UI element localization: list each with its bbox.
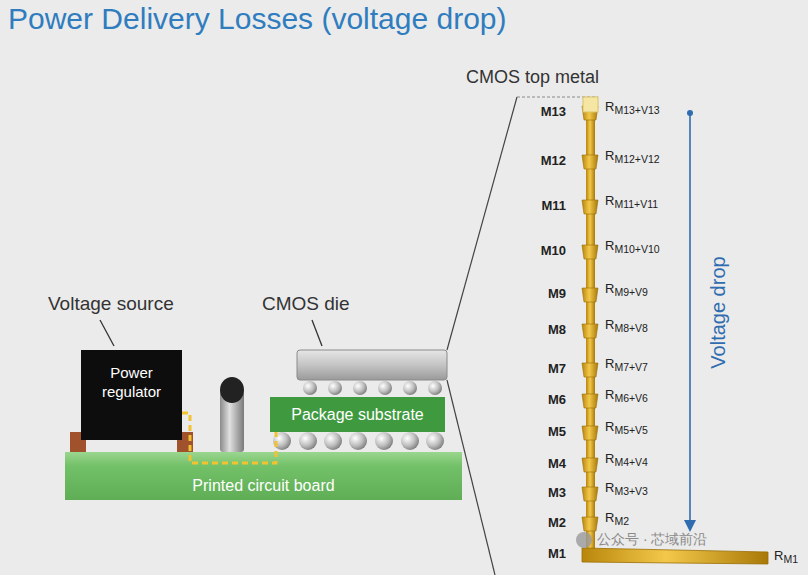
solder-ball <box>349 432 367 450</box>
metal-stack <box>582 106 598 552</box>
watermark: 公众号 · 芯域前沿 <box>597 531 707 547</box>
metal-pad <box>582 245 598 259</box>
voltage-drop-arrow <box>689 113 691 522</box>
solder-ball <box>401 432 419 450</box>
resistance-label: RM6+V6 <box>605 388 648 404</box>
metal-pad <box>582 426 598 440</box>
node-text: Printed circuit board <box>192 476 334 496</box>
die-bump <box>403 381 417 395</box>
resistance-label: RM5+V5 <box>605 420 648 436</box>
die-bump <box>303 381 317 395</box>
power-path <box>182 413 276 463</box>
metal-level: M13 <box>532 105 566 120</box>
part-label: CMOS top metal <box>466 67 599 88</box>
resistance-label: RM10+V10 <box>605 239 660 255</box>
metal-level: M8 <box>532 323 566 338</box>
die-bump <box>353 381 367 395</box>
metal-pad <box>582 517 598 531</box>
watermark-icon <box>576 532 592 548</box>
pcb-board <box>65 452 462 500</box>
die-bump <box>378 381 392 395</box>
resistance-label: RM8+V8 <box>605 318 648 334</box>
die-bumps <box>303 381 442 395</box>
solder-ball <box>299 432 317 450</box>
resistance-label: RM9+V9 <box>605 282 648 298</box>
die-bump <box>428 381 442 395</box>
zoom-line <box>447 97 517 350</box>
metal-pad <box>582 288 598 302</box>
leader-line <box>312 320 322 346</box>
metal-pad <box>582 324 598 338</box>
metal-level: M6 <box>532 393 566 408</box>
resistance-label: RM3+V3 <box>605 481 648 497</box>
metal-level: M7 <box>532 362 566 377</box>
metal-level: M2 <box>532 516 566 531</box>
resistance-label: RM12+V12 <box>605 149 660 165</box>
m1-wire <box>582 548 768 564</box>
metal-level: M3 <box>532 486 566 501</box>
power-regulator-box: Power regulator <box>81 350 182 440</box>
solder-ball <box>375 432 393 450</box>
part-label: Voltage source <box>48 293 174 315</box>
metal-pad <box>582 155 598 169</box>
solder-ball <box>324 432 342 450</box>
resistance-label: RM1 <box>774 549 798 565</box>
part-label: CMOS die <box>262 293 350 315</box>
metal-level: M4 <box>532 457 566 472</box>
solder-ball <box>426 432 444 450</box>
leader-line <box>100 320 114 346</box>
solder-balls <box>273 432 444 450</box>
metal-pad <box>582 458 598 472</box>
resistance-label: RM2 <box>605 511 629 527</box>
arrow-head <box>684 520 696 532</box>
metal-level: M9 <box>532 287 566 302</box>
package-substrate-box: Package substrate <box>270 397 445 432</box>
resistance-label: RM13+V13 <box>605 100 660 116</box>
metal-pad <box>582 394 598 408</box>
resistance-label: RM4+V4 <box>605 452 648 468</box>
title: Power Delivery Losses (voltage drop) <box>8 2 507 37</box>
metal-pad <box>582 200 598 214</box>
top-metal-cap <box>583 97 598 112</box>
metal-level: M12 <box>532 154 566 169</box>
metal-level: M5 <box>532 425 566 440</box>
pcb-band: Printed circuit board <box>65 452 462 500</box>
axis-label: Voltage drop <box>707 256 730 368</box>
metal-pad <box>582 363 598 377</box>
resistance-label: RM7+V7 <box>605 357 648 373</box>
node-text: Power regulator <box>85 364 178 402</box>
capacitor-top <box>220 377 244 403</box>
metal-level: M10 <box>532 244 566 259</box>
metal-level: M1 <box>532 547 566 562</box>
cmos-die <box>297 350 447 380</box>
metal-pad <box>582 487 598 501</box>
die-bump <box>328 381 342 395</box>
metal-level: M11 <box>532 199 566 214</box>
resistance-label: RM11+V11 <box>605 194 658 210</box>
node-text: Package substrate <box>291 405 424 425</box>
